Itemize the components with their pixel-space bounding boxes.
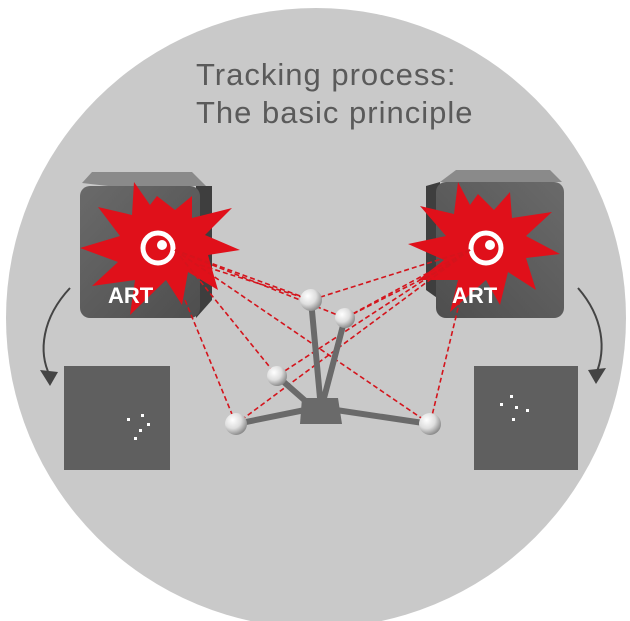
ray [429,299,461,425]
left-arrow-head [40,370,58,386]
reflective-marker-sphere [267,366,287,386]
left-camera: ART [80,172,240,318]
target-hub [300,398,342,424]
right-arrow-head [588,368,606,384]
marker-dot [500,403,503,406]
ray [184,299,237,425]
right-curved-arrow [577,287,603,375]
screen [64,366,170,470]
screen [474,366,578,470]
right-camera-top [440,170,562,182]
tracking-rays [174,249,471,425]
ray [235,249,471,425]
ray [199,264,312,301]
marker-dot [127,418,130,421]
lens-center [157,240,167,250]
marker-dot [147,423,150,426]
left-curved-arrow [42,287,71,377]
lens-icon [140,230,176,266]
reflective-marker-sphere [335,308,355,328]
right-camera: ART [408,170,564,318]
title-line-2: The basic principle [196,95,473,130]
curved-arrow [40,287,606,386]
marker-dot [141,414,144,417]
marker-dot [510,395,513,398]
lens-icon [468,230,504,266]
tracking-target [225,289,441,435]
lens-center [485,240,495,250]
ray [344,264,451,319]
reflective-marker-sphere [225,413,247,435]
marker-dot [526,409,529,412]
marker-dot [515,406,518,409]
marker-dot [134,437,137,440]
reflective-marker-sphere [419,413,441,435]
target-arm [333,407,433,427]
ray [174,249,278,377]
target-arm [308,297,323,401]
ray [174,249,431,425]
target-arm [233,407,308,427]
flash-burst-icon [408,182,560,312]
marker-dot [512,418,515,421]
left-camera-image-screen [64,366,170,470]
left-camera-brand: ART [108,283,154,308]
right-camera-image-screen [474,366,578,470]
marker-dot [139,429,142,432]
ray [276,249,471,377]
title-line-1: Tracking process: [196,57,457,92]
ray [310,249,471,301]
target-arm [321,315,348,401]
left-camera-top [82,172,206,186]
reflective-marker-sphere [300,289,322,311]
